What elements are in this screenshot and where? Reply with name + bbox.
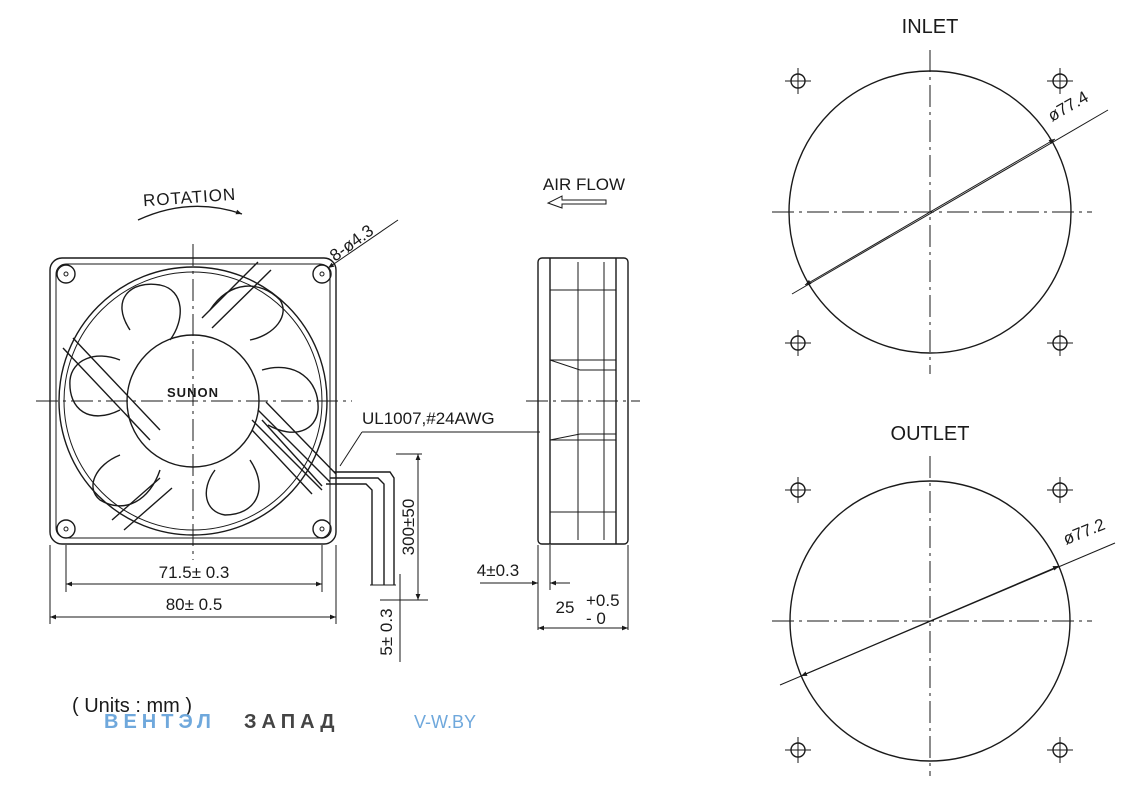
dim-depth-minus: - 0 bbox=[586, 609, 606, 628]
watermark-part2: ЗАПАД bbox=[244, 711, 340, 733]
outlet-title: OUTLET bbox=[891, 423, 970, 445]
watermark-part1: ВЕНТЭЛ bbox=[104, 711, 216, 733]
dim-depth-plus: +0.5 bbox=[586, 591, 620, 610]
rotation-arrow bbox=[137, 205, 243, 221]
dim-flange: 4±0.3 bbox=[477, 561, 519, 580]
dim-frame-width: 80± 0.5 bbox=[166, 595, 223, 614]
watermark-site: V-W.BY bbox=[414, 712, 476, 732]
watermark: ВЕНТЭЛ ЗАПАД V-W.BY bbox=[104, 711, 476, 733]
wire-label: UL1007,#24AWG bbox=[362, 409, 495, 428]
rotation-label: ROTATION bbox=[142, 185, 236, 210]
inlet-view: INLET ø77.4 bbox=[772, 16, 1109, 374]
inlet-title: INLET bbox=[902, 16, 959, 38]
front-view: SUNON ROTATION 8-ø4.3 UL1007,#24AWG 71.5… bbox=[36, 185, 540, 662]
inlet-hole-marks bbox=[785, 68, 1073, 356]
inlet-diameter-label: ø77.4 bbox=[1045, 87, 1092, 125]
mounting-holes bbox=[56, 264, 332, 539]
dim-lead-length: 300±50 bbox=[399, 499, 418, 556]
lead-wires bbox=[251, 401, 396, 586]
side-view: AIR FLOW 4±0.3 25 +0.5 - 0 bbox=[477, 175, 640, 631]
holes-label: 8-ø4.3 bbox=[326, 221, 377, 265]
units-label: ( Units : mm ) bbox=[72, 695, 192, 717]
outlet-view: OUTLET ø77.2 bbox=[772, 423, 1116, 776]
dim-strip-length: 5± 0.3 bbox=[377, 608, 396, 655]
outlet-diameter-label: ø77.2 bbox=[1060, 515, 1107, 549]
air-flow-arrow bbox=[546, 195, 607, 209]
dim-hole-pitch: 71.5± 0.3 bbox=[159, 563, 230, 582]
air-flow-label: AIR FLOW bbox=[543, 175, 625, 194]
fan-blades bbox=[69, 283, 319, 516]
dim-depth: 25 bbox=[556, 598, 575, 617]
outlet-hole-marks bbox=[785, 477, 1073, 763]
